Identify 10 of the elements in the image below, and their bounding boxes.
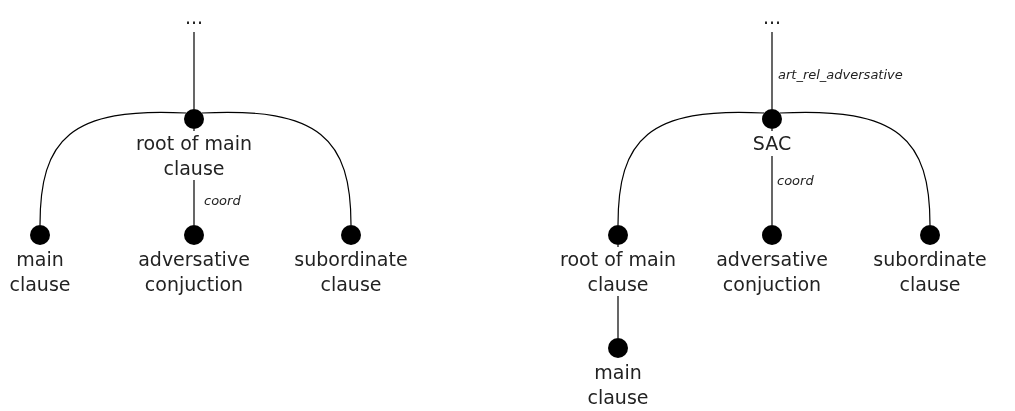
line	[771, 31, 773, 110]
tree-edge	[39, 111, 187, 226]
node-label: SAC	[752, 131, 792, 156]
line	[193, 31, 195, 110]
tree-edge	[779, 111, 931, 226]
ellipsis-text: ...	[762, 8, 782, 27]
tree-edge	[201, 111, 352, 226]
ellipsis-text: ...	[184, 8, 204, 27]
edge-label: art_rel_adversative	[778, 68, 903, 83]
tree-edge	[617, 111, 765, 226]
